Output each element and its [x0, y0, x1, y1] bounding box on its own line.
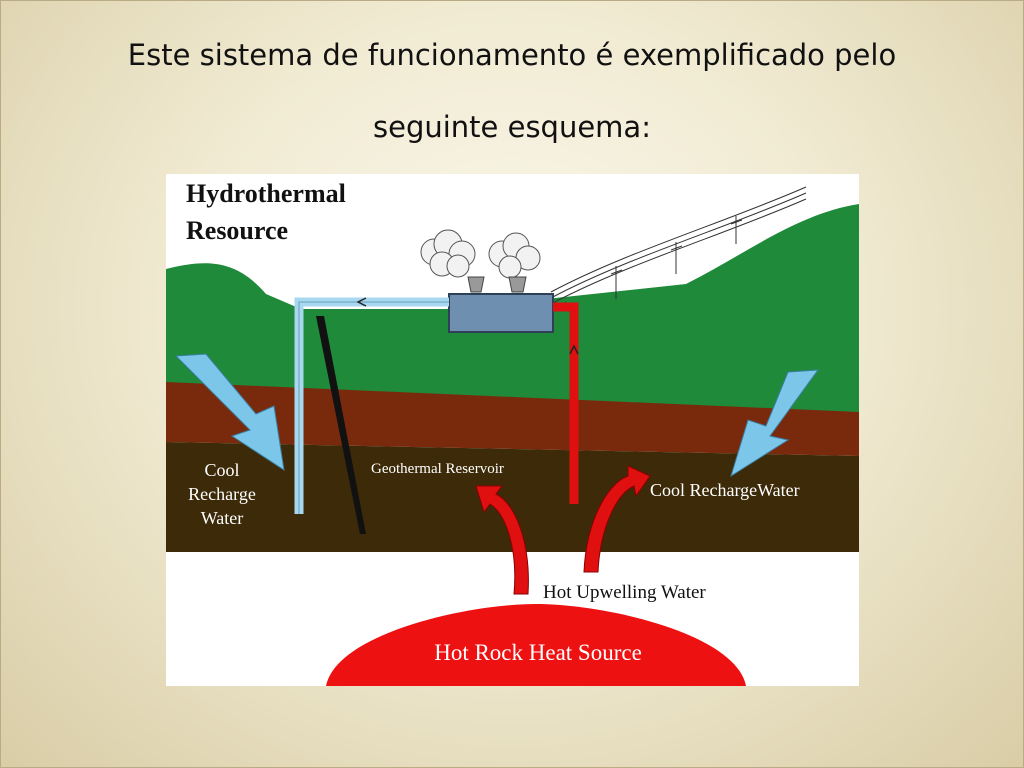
diagram-heading-line-1: Hydrothermal	[186, 179, 346, 208]
steam-cloud-icon	[420, 229, 541, 279]
power-line-icon	[550, 186, 807, 310]
cooling-tower-left	[467, 276, 485, 293]
label-geothermal-reservoir: Geothermal Reservoir	[371, 461, 504, 477]
hydrothermal-diagram: Hydrothermal Resource Cool Recharge Wate…	[166, 174, 859, 686]
label-cool-recharge-left-3: Water	[201, 508, 244, 528]
label-cool-recharge-left-1: Cool	[204, 460, 239, 480]
heat-source	[326, 604, 746, 686]
slide-title-line-2: seguinte esquema:	[373, 110, 651, 144]
recharge-arrow-icon	[730, 369, 820, 478]
fault-line	[316, 316, 366, 534]
upwelling-arrow-icon	[475, 485, 529, 595]
label-hot-upwelling: Hot Upwelling Water	[543, 582, 706, 603]
diagram-heading-line-2: Resource	[186, 216, 288, 245]
label-cool-recharge-left-2: Recharge	[188, 484, 256, 504]
recharge-arrow-icon	[174, 353, 285, 472]
label-cool-recharge-right: Cool RechargeWater	[650, 480, 800, 500]
reservoir-layer	[166, 442, 859, 552]
label-heat-source: Hot Rock Heat Source	[434, 640, 642, 665]
power-plant	[448, 293, 554, 333]
cooling-tower-right	[508, 276, 527, 293]
hot-water-pipe	[553, 302, 579, 504]
upwelling-arrow-icon	[583, 465, 651, 573]
slide-title-line-1: Este sistema de funcionamento é exemplif…	[127, 38, 897, 72]
